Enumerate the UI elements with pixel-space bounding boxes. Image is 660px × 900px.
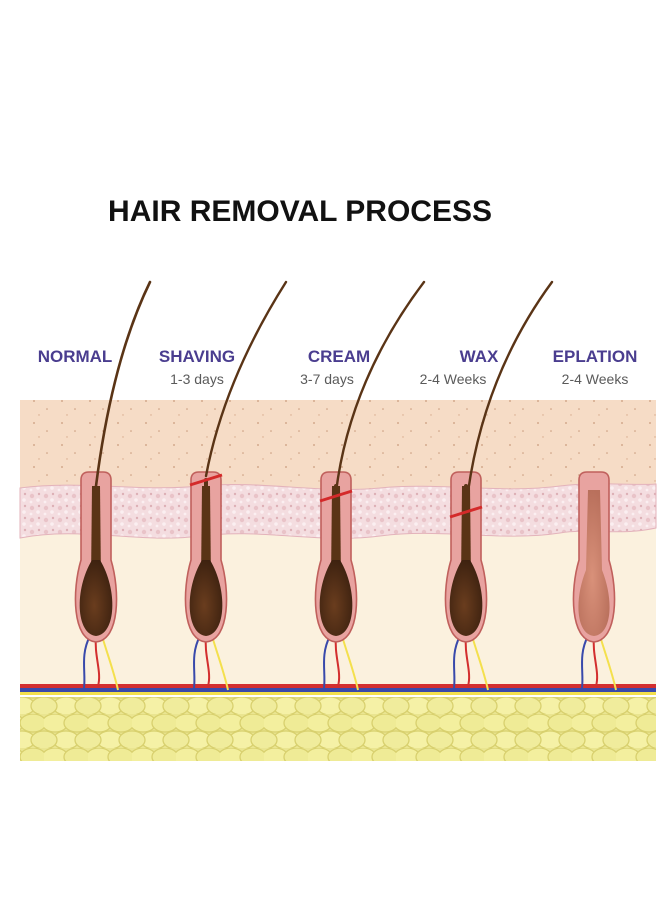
stage-duration-eplation: 2-4 Weeks — [562, 371, 629, 387]
vein-branch — [453, 635, 461, 689]
nerve-branch — [341, 635, 359, 691]
vein-line — [20, 688, 656, 692]
follicle-normal — [74, 280, 152, 691]
stage-label-wax: WAX — [460, 347, 499, 366]
fat-layer — [20, 697, 656, 761]
hair-shaft — [94, 280, 152, 488]
hair-shaft — [464, 280, 554, 510]
hair-root-shaft — [91, 486, 101, 580]
hair-bulb — [189, 560, 223, 636]
stage-labels: NORMAL SHAVING 1-3 days CREAM 3-7 days W… — [38, 347, 638, 387]
nerve-branch — [101, 635, 119, 691]
skin-layers — [19, 400, 657, 761]
cut-marker — [449, 505, 483, 519]
hair-root-shaft — [331, 486, 341, 580]
cut-marker — [189, 473, 223, 487]
diagram-title: HAIR REMOVAL PROCESS — [108, 195, 492, 228]
nerve-branch — [599, 635, 617, 691]
cut-marker — [319, 489, 353, 503]
stage-label-shaving: SHAVING — [159, 347, 235, 366]
follicle-eplation — [572, 471, 617, 691]
empty-follicle-cavity — [578, 490, 610, 636]
hair-bulb — [79, 560, 113, 636]
stage-label-eplation: EPLATION — [553, 347, 638, 366]
hair-root-shaft — [461, 486, 471, 580]
stage-duration-wax: 2-4 Weeks — [420, 371, 487, 387]
follicle-cream — [314, 280, 426, 691]
hair-shaft — [204, 280, 288, 478]
stage-label-normal: NORMAL — [38, 347, 113, 366]
vein-branch — [193, 635, 201, 689]
hair-bulb — [449, 560, 483, 636]
nerve-branch — [471, 635, 489, 691]
vein-branch — [83, 635, 91, 689]
hair-shaft — [334, 280, 426, 494]
stage-label-cream: CREAM — [308, 347, 370, 366]
nerve-line — [20, 692, 656, 695]
stages-group — [74, 280, 617, 691]
stage-duration-shaving: 1-3 days — [170, 371, 224, 387]
follicle-shaving — [184, 280, 288, 691]
vein-branch — [323, 635, 331, 689]
nerve-branch — [211, 635, 229, 691]
stage-duration-cream: 3-7 days — [300, 371, 354, 387]
vein-branch — [581, 635, 589, 689]
follicle-wax — [444, 280, 554, 691]
hair-root-shaft — [201, 486, 211, 580]
hair-bulb — [319, 560, 353, 636]
